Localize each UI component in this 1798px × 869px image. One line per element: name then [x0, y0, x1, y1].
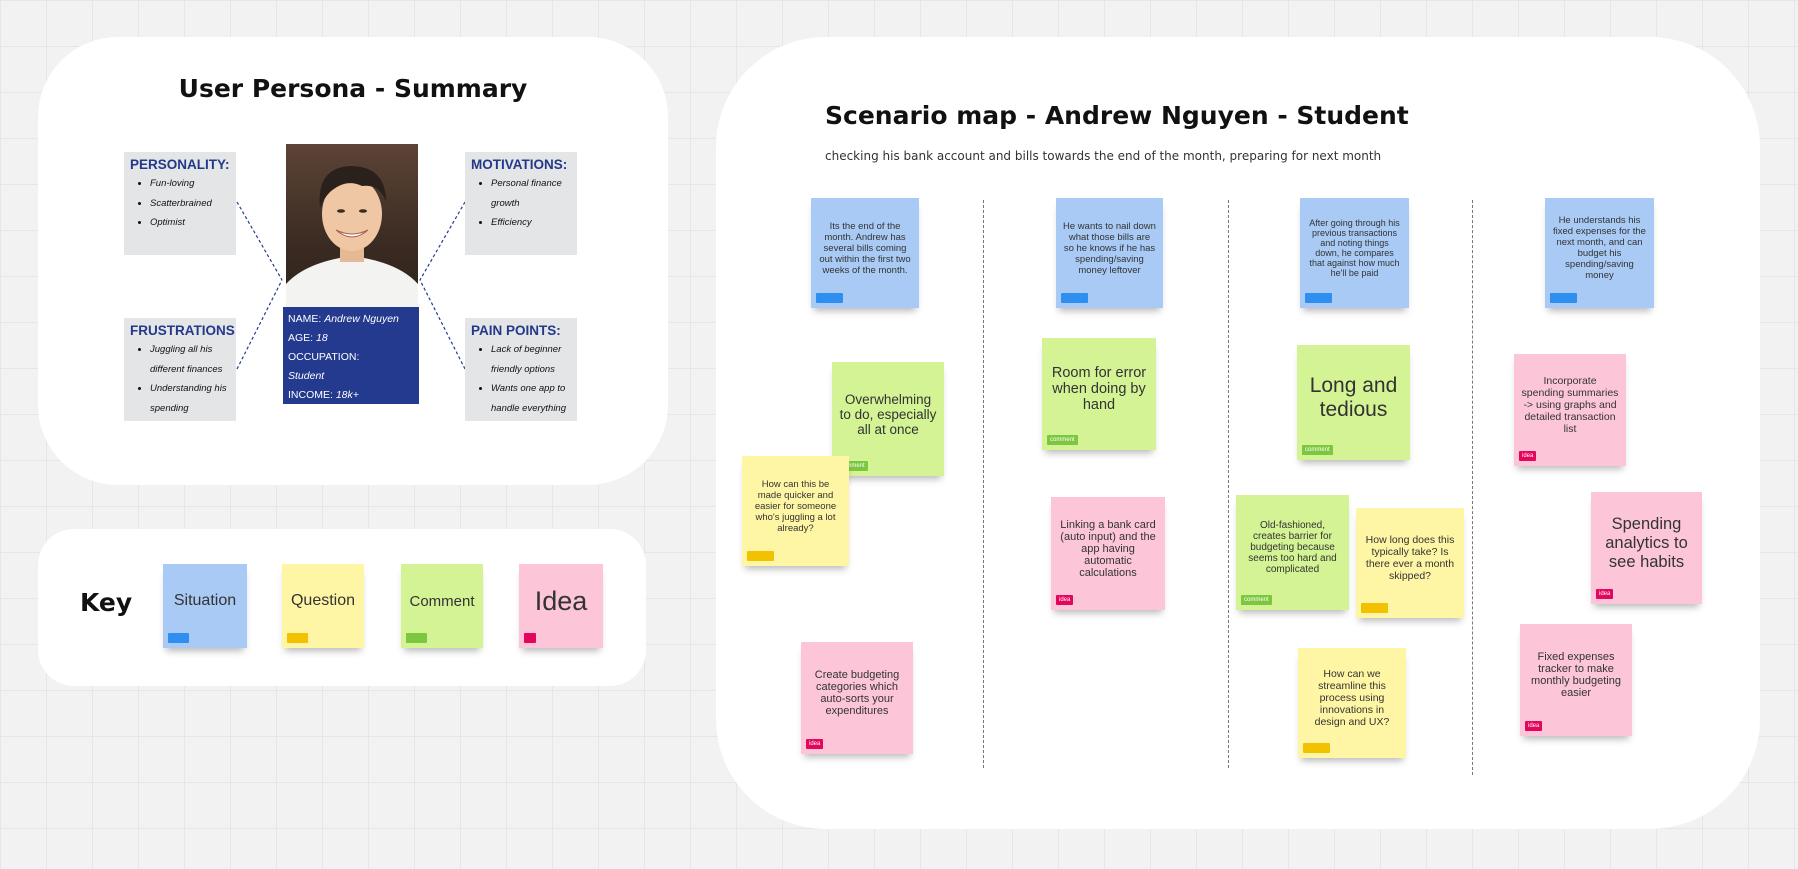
comment-tag: comment	[1241, 595, 1272, 605]
key-situation-note[interactable]: Situation	[163, 564, 247, 648]
comment-tag	[406, 633, 427, 643]
idea-tag: idea	[1056, 595, 1074, 605]
persona-photo	[286, 144, 418, 308]
scenario-title: Scenario map - Andrew Nguyen - Student	[825, 101, 1409, 130]
question-tag	[287, 633, 308, 643]
situation-note[interactable]: Its the end of the month. Andrew has sev…	[811, 198, 919, 308]
question-tag	[747, 551, 774, 561]
comment-text: Room for error when doing by hand	[1051, 365, 1147, 413]
personality-item: Optimist	[150, 213, 230, 233]
key-comment-label: Comment	[409, 592, 475, 610]
age-label: AGE:	[288, 332, 314, 344]
comment-text: Old-fashioned, creates barrier for budge…	[1248, 520, 1337, 575]
idea-tag: idea	[1596, 589, 1614, 599]
idea-tag	[524, 633, 536, 643]
personality-item: Fun-loving	[150, 174, 230, 194]
idea-tag: idea	[806, 739, 824, 749]
personality-item: Scatterbrained	[150, 194, 230, 214]
question-tag	[1361, 603, 1388, 613]
key-title: Key	[80, 588, 133, 617]
idea-text: Incorporate spending summaries -> using …	[1521, 375, 1619, 435]
age-value: 18	[316, 332, 328, 344]
pain-points-item: Lack of beginner friendly options	[491, 340, 571, 379]
key-situation-label: Situation	[173, 592, 237, 609]
key-idea-note[interactable]: Idea	[519, 564, 603, 648]
situation-tag	[1305, 293, 1332, 303]
comment-tag: comment	[837, 461, 868, 471]
situation-tag	[1061, 293, 1088, 303]
question-tag	[1303, 743, 1330, 753]
comment-tag: comment	[1047, 435, 1078, 445]
situation-tag	[816, 293, 843, 303]
frustrations-heading: FRUSTRATIONS:	[130, 323, 236, 338]
question-note[interactable]: How long does this typically take? Is th…	[1356, 508, 1464, 618]
question-note[interactable]: How can this be made quicker and easier …	[742, 456, 849, 566]
situation-note[interactable]: After going through his previous transac…	[1300, 198, 1409, 308]
key-question-note[interactable]: Question	[282, 564, 364, 648]
comment-note[interactable]: Room for error when doing by hand commen…	[1042, 338, 1156, 450]
idea-text: Create budgeting categories which auto-s…	[814, 669, 900, 717]
motivations-box: MOTIVATIONS: Personal finance growth Eff…	[465, 152, 577, 255]
pain-points-item: Wants one app to handle everything	[491, 379, 571, 418]
idea-text: Spending analytics to see habits	[1605, 514, 1688, 571]
question-text: How long does this typically take? Is th…	[1365, 534, 1455, 582]
motivations-item: Efficiency	[491, 213, 571, 233]
portrait-image	[286, 166, 418, 308]
personality-heading: PERSONALITY:	[130, 157, 230, 172]
idea-note[interactable]: Linking a bank card (auto input) and the…	[1051, 497, 1165, 610]
situation-note[interactable]: He wants to nail down what those bills a…	[1056, 198, 1163, 308]
occupation-label: OCCUPATION:	[288, 351, 360, 363]
column-divider	[1472, 200, 1473, 775]
situation-text: He wants to nail down what those bills a…	[1063, 220, 1156, 276]
key-comment-note[interactable]: Comment	[401, 564, 483, 648]
idea-tag: idea	[1519, 451, 1537, 461]
situation-text: After going through his previous transac…	[1309, 218, 1400, 278]
motivations-heading: MOTIVATIONS:	[471, 157, 568, 172]
persona-info-card: NAME: Andrew Nguyen AGE: 18 OCCUPATION: …	[283, 307, 419, 404]
situation-note[interactable]: He understands his fixed expenses for th…	[1545, 198, 1654, 308]
situation-tag	[168, 633, 189, 643]
situation-text: Its the end of the month. Andrew has sev…	[819, 220, 911, 276]
frustrations-box: FRUSTRATIONS: Juggling all his different…	[124, 318, 236, 421]
frustrations-item: Understanding his spending	[150, 379, 230, 418]
pain-points-box: PAIN POINTS: Lack of beginner friendly o…	[465, 318, 577, 421]
comment-text: Overwhelming to do, especially all at on…	[839, 391, 937, 437]
idea-text: Fixed expenses tracker to make monthly b…	[1531, 651, 1621, 699]
situation-tag	[1550, 293, 1577, 303]
idea-note[interactable]: Fixed expenses tracker to make monthly b…	[1520, 624, 1632, 736]
occupation-value: Student	[288, 370, 325, 382]
column-divider	[983, 200, 984, 768]
key-idea-label: Idea	[534, 585, 588, 616]
idea-tag: idea	[1525, 721, 1543, 731]
comment-text: Long and tedious	[1309, 373, 1398, 421]
idea-note[interactable]: Spending analytics to see habits idea	[1591, 492, 1702, 604]
motivations-item: Personal finance growth	[491, 174, 571, 213]
question-text: How can we streamline this process using…	[1314, 668, 1390, 728]
idea-text: Linking a bank card (auto input) and the…	[1060, 518, 1156, 579]
comment-note[interactable]: Overwhelming to do, especially all at on…	[832, 362, 944, 476]
income-label: INCOME:	[288, 389, 333, 401]
key-question-label: Question	[290, 592, 356, 609]
name-label: NAME:	[288, 313, 322, 325]
column-divider	[1228, 200, 1229, 768]
persona-title: User Persona - Summary	[178, 74, 528, 103]
frustrations-item: Juggling all his different finances	[150, 340, 230, 379]
idea-note[interactable]: Incorporate spending summaries -> using …	[1514, 354, 1626, 466]
name-value: Andrew Nguyen	[324, 313, 399, 325]
question-text: How can this be made quicker and easier …	[754, 478, 837, 534]
question-note[interactable]: How can we streamline this process using…	[1298, 648, 1406, 758]
scenario-subtitle: checking his bank account and bills towa…	[825, 149, 1382, 163]
income-value: 18k+	[335, 389, 359, 401]
comment-note[interactable]: Old-fashioned, creates barrier for budge…	[1236, 495, 1349, 610]
comment-tag: comment	[1302, 445, 1333, 455]
idea-note[interactable]: Create budgeting categories which auto-s…	[801, 642, 913, 754]
situation-text: He understands his fixed expenses for th…	[1553, 215, 1646, 281]
pain-points-heading: PAIN POINTS:	[471, 323, 561, 338]
comment-note[interactable]: Long and tedious comment	[1297, 345, 1410, 460]
personality-box: PERSONALITY: Fun-loving Scatterbrained O…	[124, 152, 236, 255]
